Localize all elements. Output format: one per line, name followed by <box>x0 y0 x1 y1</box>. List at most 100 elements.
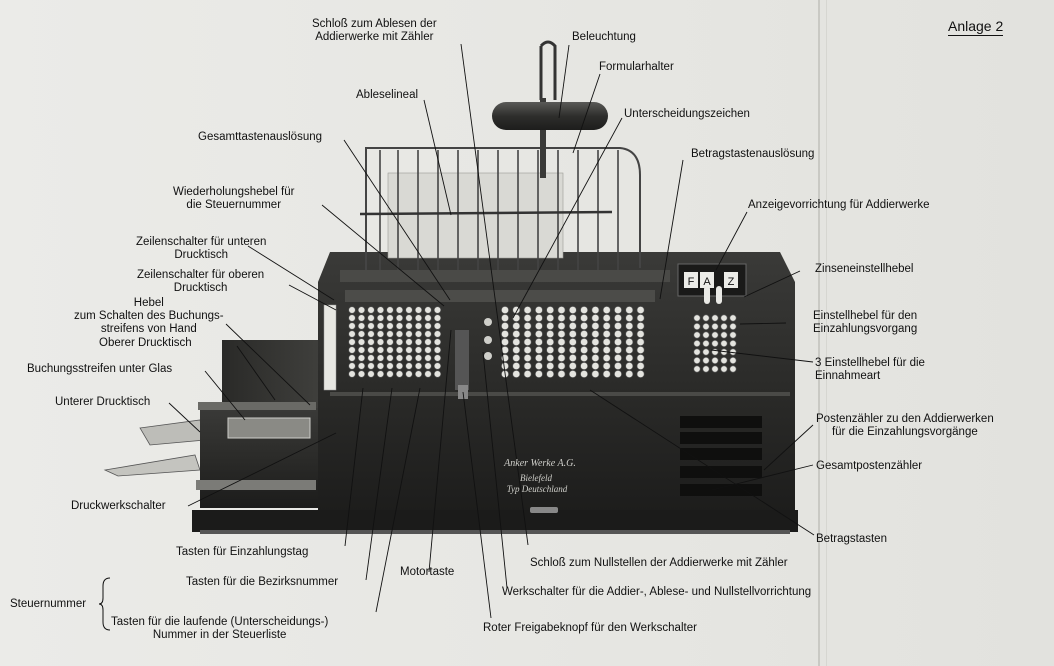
key <box>602 338 611 346</box>
key <box>424 338 432 346</box>
svg-text:Bielefeld: Bielefeld <box>520 473 552 483</box>
key <box>433 322 442 330</box>
key <box>636 322 645 330</box>
key <box>386 306 394 314</box>
key <box>367 370 375 378</box>
key <box>557 306 566 314</box>
key <box>395 370 404 378</box>
key <box>711 339 719 347</box>
key <box>546 354 555 362</box>
key <box>357 338 366 346</box>
key <box>424 362 432 370</box>
key <box>395 330 404 338</box>
key <box>535 362 543 370</box>
key <box>386 314 394 322</box>
key <box>614 306 622 314</box>
key <box>376 330 385 338</box>
key <box>386 354 394 362</box>
key <box>711 356 719 364</box>
key <box>523 346 532 354</box>
leader-lines <box>168 43 815 619</box>
key <box>433 362 442 370</box>
key <box>405 362 413 370</box>
key <box>395 338 404 346</box>
key <box>702 339 710 347</box>
key <box>625 370 634 378</box>
key <box>568 306 577 314</box>
key <box>523 314 532 322</box>
key <box>424 322 432 330</box>
key <box>414 338 423 346</box>
label-print-switch: Druckwerkschalter <box>71 500 166 512</box>
key <box>367 354 375 362</box>
key <box>386 362 394 370</box>
key <box>535 354 543 362</box>
key <box>591 330 600 338</box>
key <box>386 370 394 378</box>
key <box>557 354 566 362</box>
key <box>357 306 366 314</box>
key <box>546 322 555 330</box>
key <box>523 354 532 362</box>
key <box>568 330 577 338</box>
key <box>580 354 588 362</box>
page-fold-shadow <box>826 0 827 666</box>
key <box>376 322 385 330</box>
key <box>602 362 611 370</box>
key <box>433 314 442 322</box>
key <box>414 322 423 330</box>
key <box>568 314 577 322</box>
key <box>636 370 645 378</box>
page-fold <box>818 0 820 666</box>
label-red-release-button: Roter Freigabeknopf für den Werkschalter <box>483 622 697 634</box>
key <box>546 306 555 314</box>
maker-signature: Anker Werke A.G. Bielefeld Typ Deutschla… <box>503 458 576 494</box>
key <box>405 322 413 330</box>
key <box>395 306 404 314</box>
key <box>414 314 423 322</box>
key <box>367 338 375 346</box>
key <box>614 362 622 370</box>
key <box>720 339 728 347</box>
key <box>625 322 634 330</box>
key <box>357 370 366 378</box>
label-serial-number-keys: Tasten für die laufende (Unterscheidungs… <box>111 616 329 641</box>
key <box>557 370 566 378</box>
key <box>367 322 375 330</box>
key <box>580 346 588 354</box>
label-tax-number: Steuernummer <box>10 598 87 610</box>
key <box>625 306 634 314</box>
label-district-keys: Tasten für die Bezirksnummer <box>186 576 339 588</box>
key <box>614 370 622 378</box>
key <box>405 370 413 378</box>
key <box>591 314 600 322</box>
key <box>602 306 611 314</box>
key <box>693 314 701 322</box>
key <box>405 330 413 338</box>
key <box>546 330 555 338</box>
key <box>523 338 532 346</box>
key <box>357 314 366 322</box>
label-booking-strip: Buchungsstreifen unter Glas <box>27 363 173 375</box>
key <box>535 370 543 378</box>
key <box>501 338 509 346</box>
key <box>720 322 728 330</box>
key <box>580 314 588 322</box>
key <box>348 338 356 346</box>
key <box>414 362 423 370</box>
key <box>729 365 737 373</box>
key <box>711 331 719 339</box>
key <box>405 306 413 314</box>
label-upper-print-table: Oberer Drucktisch <box>99 337 192 349</box>
key <box>405 314 413 322</box>
key <box>625 314 634 322</box>
label-lighting: Beleuchtung <box>572 31 636 43</box>
key <box>376 370 385 378</box>
key <box>625 354 634 362</box>
label-payment-day-keys: Tasten für Einzahlungstag <box>176 546 309 558</box>
key <box>357 362 366 370</box>
